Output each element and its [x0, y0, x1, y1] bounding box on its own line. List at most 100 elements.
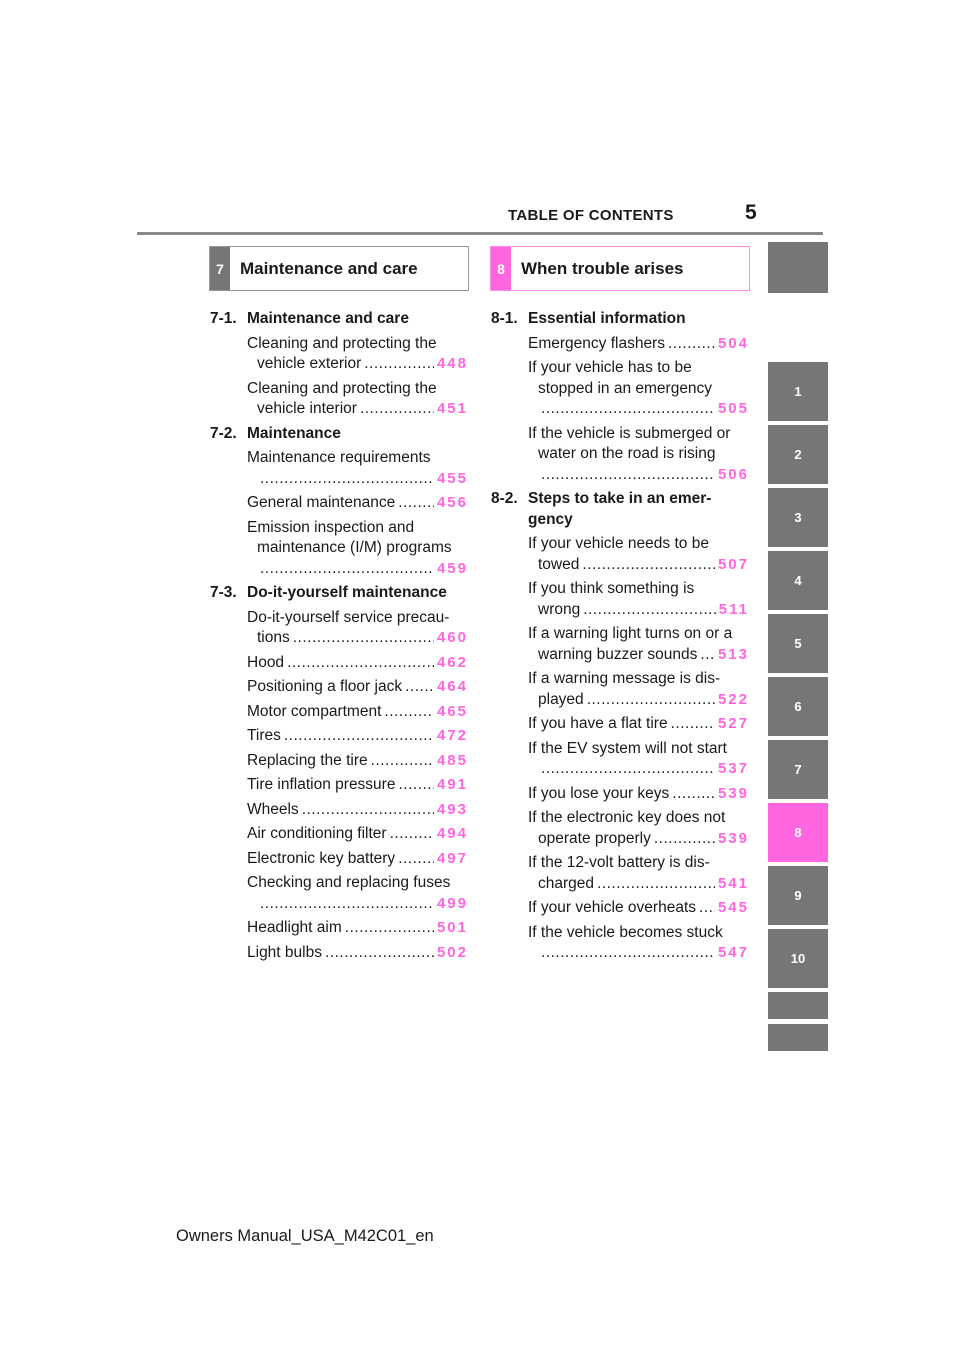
toc-page-link[interactable]: 464 [436, 678, 468, 695]
chapter-tab-1[interactable]: 1 [768, 362, 828, 421]
toc-page-link[interactable]: 502 [436, 943, 468, 961]
toc-entry[interactable]: If your vehicle needs to betowed507 [528, 534, 749, 575]
toc-page-link[interactable]: 462 [436, 653, 468, 671]
toc-entry[interactable]: Checking and replacing fuses 499 [247, 873, 468, 914]
toc-page-link[interactable]: 506 [717, 465, 749, 483]
chapter-tab-5[interactable]: 5 [768, 614, 828, 673]
toc-entry[interactable]: Positioning a floor jack464 [247, 677, 468, 698]
toc-page-link[interactable]: 494 [436, 825, 468, 842]
chapter-tab-9[interactable]: 9 [768, 866, 828, 925]
dot-leader [582, 555, 715, 576]
section-number: 8 [491, 247, 511, 290]
toc-page-link[interactable]: 460 [436, 629, 468, 646]
toc-entry-text: If your vehicle overheats [528, 899, 697, 916]
toc-page-link[interactable]: 472 [436, 727, 468, 744]
chapter-tab-blank[interactable] [768, 242, 828, 293]
toc-page-link[interactable]: 505 [717, 400, 749, 417]
toc-entry-text: Checking and replacing fuses [247, 874, 451, 891]
toc-entry-text: If the 12-volt battery is dis- [528, 854, 710, 871]
toc-entry-leader-line: played522 [528, 690, 749, 711]
toc-entry-leader-line: vehicle exterior448 [247, 354, 468, 375]
toc-entry[interactable]: Emergency flashers504 [528, 334, 749, 355]
toc-entry[interactable]: Headlight aim501 [247, 918, 468, 939]
dot-leader [360, 399, 434, 420]
toc-page-link[interactable]: 456 [436, 494, 468, 511]
toc-entry[interactable]: If you lose your keys 539 [528, 784, 749, 805]
toc-page-link[interactable]: 497 [436, 849, 468, 867]
toc-entry[interactable]: General maintenance456 [247, 493, 468, 514]
chapter-tab-10[interactable]: 10 [768, 929, 828, 988]
toc-entry[interactable]: If the 12-volt battery is dis-charged541 [528, 853, 749, 894]
toc-page-link[interactable]: 485 [436, 751, 468, 769]
chapter-tab-8[interactable]: 8 [768, 803, 828, 862]
toc-entry-text: water on the road is rising [538, 445, 716, 462]
toc-entry-text: stopped in an emergency [538, 379, 713, 397]
chapter-tab-blank[interactable] [768, 1024, 828, 1051]
toc-entry[interactable]: Wheels493 [247, 800, 468, 821]
toc-entry-text: wrong [538, 600, 581, 618]
toc-group-title: Essential information [528, 309, 749, 330]
toc-entry-leader-line: General maintenance456 [247, 493, 468, 514]
toc-page-link[interactable]: 537 [717, 760, 749, 777]
toc-entry[interactable]: Tires 472 [247, 726, 468, 747]
toc-page-link[interactable]: 511 [718, 600, 749, 618]
toc-entry-text: Tires [247, 727, 281, 744]
toc-entry[interactable]: If your vehicle overheats 545 [528, 898, 749, 919]
toc-page-link[interactable]: 527 [717, 715, 749, 732]
chapter-tab-6[interactable]: 6 [768, 677, 828, 736]
chapter-tab-7[interactable]: 7 [768, 740, 828, 799]
toc-entry[interactable]: Motor compartment465 [247, 702, 468, 723]
toc-entry[interactable]: Hood462 [247, 653, 468, 674]
toc-page-link[interactable]: 501 [436, 919, 468, 936]
toc-page-link[interactable]: 491 [436, 776, 468, 793]
toc-entry[interactable]: Light bulbs502 [247, 943, 468, 964]
toc-page-link[interactable]: 547 [717, 944, 749, 961]
toc-entry-text: If you lose your keys [528, 784, 670, 802]
toc-entry[interactable]: If you have a flat tire527 [528, 714, 749, 735]
chapter-tab-4[interactable]: 4 [768, 551, 828, 610]
toc-page-link[interactable]: 465 [436, 702, 468, 720]
toc-entry[interactable]: Maintenance requirements455 [247, 448, 468, 489]
toc-page-link[interactable]: 459 [436, 559, 468, 577]
toc-entry[interactable]: Replacing the tire485 [247, 751, 468, 772]
toc-page-link[interactable]: 539 [717, 829, 749, 847]
toc-page-link[interactable]: 539 [717, 784, 749, 802]
toc-entry-leader-line: 455 [247, 469, 468, 490]
toc-entry[interactable]: Electronic key battery497 [247, 849, 468, 870]
toc-page-link[interactable]: 448 [436, 355, 468, 372]
dot-leader [541, 943, 715, 964]
toc-entry[interactable]: Air conditioning filter494 [247, 824, 468, 845]
chapter-tab-blank[interactable] [768, 992, 828, 1019]
chapter-tab-3[interactable]: 3 [768, 488, 828, 547]
toc-entry[interactable]: If a warning message is dis-played522 [528, 669, 749, 710]
toc-page-link[interactable]: 455 [436, 469, 468, 487]
toc-page-link[interactable]: 451 [436, 400, 468, 417]
toc-page-link[interactable]: 522 [717, 690, 749, 708]
toc-entry[interactable]: If the vehicle becomes stuck547 [528, 923, 749, 964]
toc-entry[interactable]: If the EV system will not start537 [528, 739, 749, 780]
toc-page-link[interactable]: 507 [717, 555, 749, 573]
page-number: 5 [745, 201, 757, 224]
toc-page-link[interactable]: 541 [717, 874, 749, 892]
toc-page-link[interactable]: 504 [717, 334, 749, 352]
toc-entry-leader-line: 459 [247, 559, 468, 580]
toc-page-link[interactable]: 493 [436, 800, 468, 818]
toc-entry[interactable]: If you think something iswrong511 [528, 579, 749, 620]
toc-entry[interactable]: Do-it-yourself service precau-tions460 [247, 608, 468, 649]
chapter-tab-2[interactable]: 2 [768, 425, 828, 484]
toc-entry[interactable]: Tire inflation pressure491 [247, 775, 468, 796]
toc-group-heading: 7-3.Do-it-yourself maintenance [210, 583, 468, 604]
toc-page-link[interactable]: 499 [436, 894, 468, 912]
toc-page-link[interactable]: 545 [717, 899, 749, 916]
toc-page-link[interactable]: 513 [717, 645, 749, 663]
